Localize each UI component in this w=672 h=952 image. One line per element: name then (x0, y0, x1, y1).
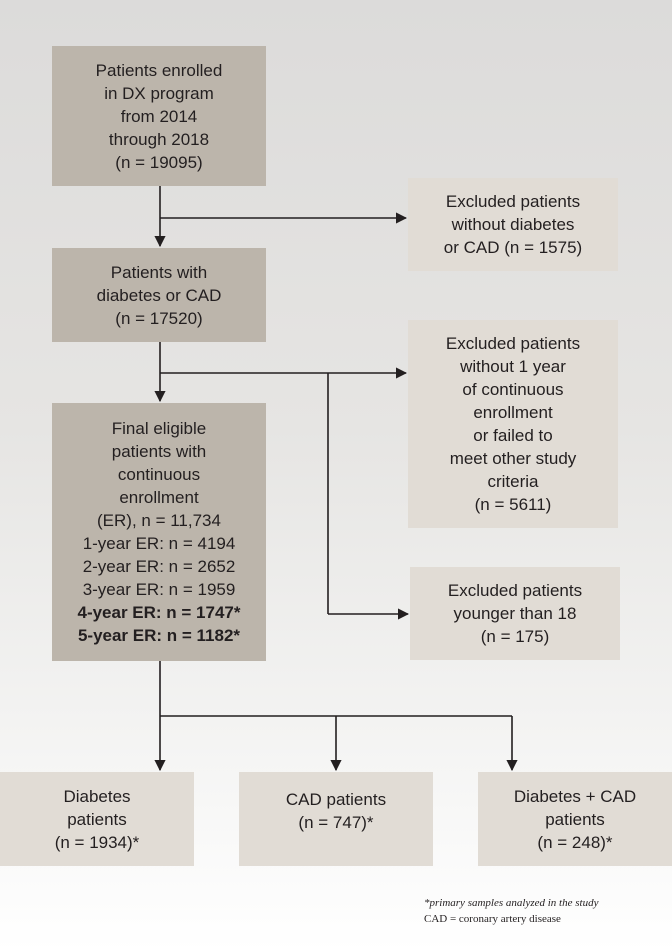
box-final-line: 4-year ER: n = 1747* (77, 603, 241, 622)
box-excluded-younger-18: Excluded patients younger than 18 (n = 1… (410, 567, 620, 660)
box-outcome-line: (n = 747)* (298, 813, 374, 832)
box-with-dx-line: Patients with (110, 262, 208, 282)
box-enrolled-line: from 2014 (120, 106, 198, 126)
box-final-line: Final eligible (111, 419, 207, 438)
box-excluded-line: (n = 175) (480, 627, 550, 646)
box-with-dx-line: diabetes or CAD (96, 285, 222, 305)
box-excluded-line: of continuous (462, 380, 564, 399)
box-final-line: 5-year ER: n = 1182* (77, 626, 241, 645)
box-final-line: 3-year ER: n = 1959 (82, 580, 236, 599)
box-final-line: enrollment (119, 488, 199, 507)
box-final-line: 2-year ER: n = 2652 (82, 557, 236, 576)
box-outcome-line: Diabetes + CAD (513, 786, 637, 806)
box-enrolled-line: in DX program (104, 83, 214, 103)
box-final-eligible: Final eligible patients with continuous … (52, 403, 266, 661)
box-cad-patients: CAD patients (n = 747)* (239, 772, 433, 866)
box-final-line: (ER), n = 11,734 (97, 511, 221, 530)
box-excluded-no-diabetes-cad: Excluded patients without diabetes or CA… (408, 178, 618, 271)
box-excluded-line: enrollment (473, 403, 553, 422)
box-outcome-line: (n = 1934)* (54, 832, 140, 852)
box-excluded-line: Excluded patients (445, 334, 581, 353)
box-enrolled-line: through 2018 (108, 129, 210, 149)
box-outcome-line: (n = 248)* (537, 832, 613, 852)
box-outcome-line: patients (545, 809, 605, 829)
box-outcome-line: Diabetes (63, 786, 131, 806)
box-diabetes-cad-patients: Diabetes + CAD patients (n = 248)* (478, 772, 672, 866)
box-excluded-line: Excluded patients (447, 581, 583, 600)
box-excluded-line: or failed to (473, 426, 553, 445)
box-excluded-line: without 1 year (460, 357, 566, 376)
box-excluded-line: younger than 18 (453, 604, 577, 623)
box-excluded-line: without diabetes (451, 215, 575, 234)
box-enrolled-line: (n = 19095) (115, 152, 203, 172)
box-diabetes-patients: Diabetes patients (n = 1934)* (0, 772, 194, 866)
box-excluded-line: or CAD (n = 1575) (443, 238, 583, 257)
box-outcome-line: patients (67, 809, 127, 829)
box-final-line: patients with (111, 442, 207, 461)
box-final-line: 1-year ER: n = 4194 (82, 534, 236, 553)
box-final-line: continuous (117, 465, 201, 484)
box-with-diabetes-or-cad: Patients with diabetes or CAD (n = 17520… (52, 248, 266, 342)
box-excluded-line: criteria (487, 472, 539, 491)
box-with-dx-line: (n = 17520) (115, 308, 203, 328)
box-excluded-line: meet other study (449, 449, 577, 468)
footnote-abbrev-text: CAD = coronary artery disease (424, 913, 561, 925)
box-enrolled-line: Patients enrolled (95, 60, 223, 80)
footnote-primary: *primary samples analyzed in the study (424, 897, 599, 909)
box-excluded-enrollment: Excluded patients without 1 year of cont… (408, 320, 618, 528)
box-excluded-line: Excluded patients (445, 192, 581, 211)
box-excluded-line: (n = 5611) (474, 495, 552, 514)
box-outcome-line: CAD patients (285, 790, 387, 809)
footnote-abbreviation: CAD = coronary artery disease (424, 912, 561, 927)
box-enrolled: Patients enrolled in DX program from 201… (52, 46, 266, 186)
